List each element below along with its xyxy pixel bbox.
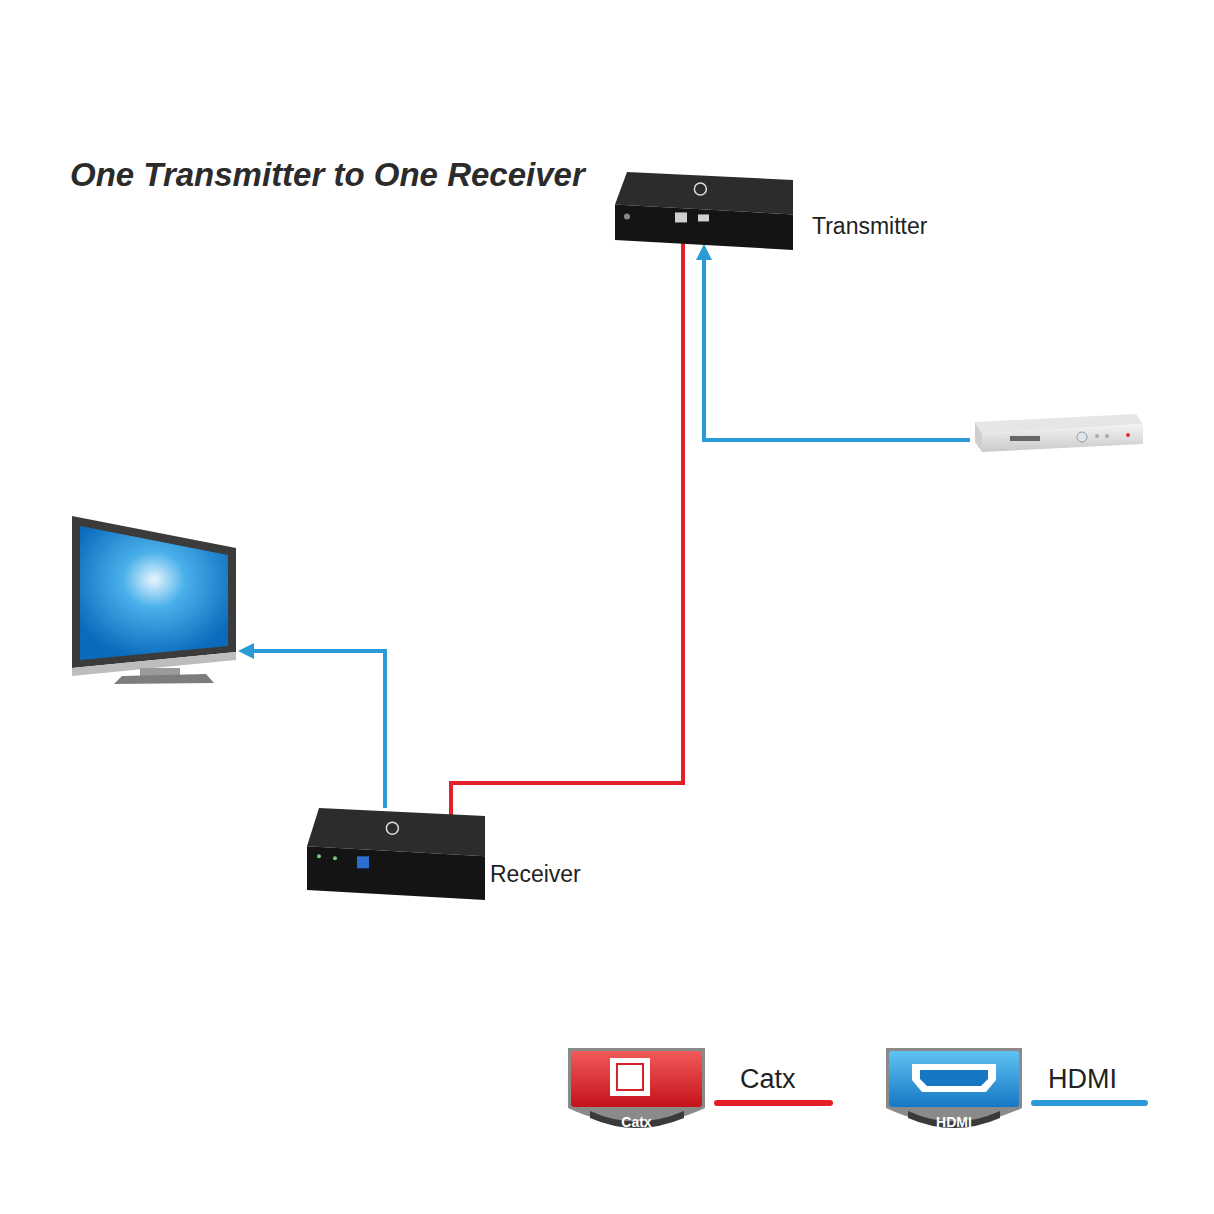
device-label: Receiver — [490, 861, 581, 888]
led — [317, 854, 321, 858]
legend-text: Catx — [740, 1064, 796, 1095]
catx-line-sample — [717, 1100, 830, 1106]
ir-window — [357, 856, 369, 868]
power-jack — [624, 213, 630, 219]
legend-text: HDMI — [1048, 1064, 1117, 1095]
badge-label: Catx — [568, 1113, 705, 1131]
device-front — [615, 204, 793, 250]
device-box: Transmitter — [613, 170, 795, 252]
device-front — [307, 846, 485, 900]
hdmi-port — [698, 214, 709, 221]
arrowhead — [238, 643, 254, 659]
rj45-port — [675, 212, 687, 222]
logo-mark — [694, 183, 706, 195]
device-shape — [305, 806, 487, 902]
catx-connector — [451, 240, 683, 816]
device-label: Transmitter — [812, 213, 927, 240]
diagram-title: One Transmitter to One Receiver — [70, 156, 585, 194]
tv-monitor — [72, 516, 236, 684]
badge-label: HDMI — [886, 1113, 1022, 1131]
hdmi-wire — [252, 258, 970, 808]
logo-mark — [386, 822, 398, 834]
source-player — [975, 414, 1143, 452]
led — [333, 856, 337, 860]
hdmi-line-sample — [1034, 1100, 1145, 1106]
arrowhead — [696, 244, 712, 260]
device-shape — [613, 170, 795, 252]
device-box: Receiver — [305, 806, 487, 902]
